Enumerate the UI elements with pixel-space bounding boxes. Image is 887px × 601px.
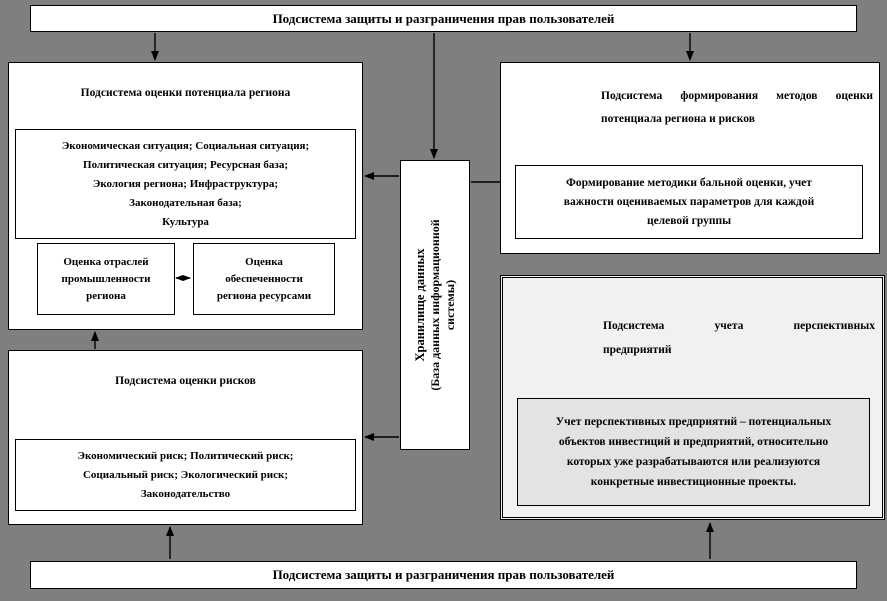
data-storage-box: Хранилище данных (База данных информацио… [400,160,470,450]
industry-line: промышленности [61,272,151,285]
resources-line: Оценка [245,255,283,268]
enterprises-title-line: Подсистема учета перспективных [603,320,875,332]
factors-line: Законодательная база; [129,196,242,209]
methods-subsystem-title: Подсистема формирования методов оценки п… [601,85,873,131]
methods-body-box: Формирование методики бальной оценки, уч… [515,165,863,239]
factors-line: Культура [162,215,209,228]
methods-body-line: Формирование методики бальной оценки, уч… [566,176,812,189]
region-potential-subsystem-box: Подсистема оценки потенциала региона Эко… [8,62,363,330]
industry-assessment-box: Оценка отраслей промышленности региона [37,243,175,315]
risk-line: Экономический риск; Политический риск; [77,449,294,462]
bottom-protection-bar-label: Подсистема защиты и разграничения прав п… [272,567,615,582]
factors-line: Экономическая ситуация; Социальная ситуа… [61,139,310,152]
enterprises-body-line: объектов инвестиций и предприятий, относ… [558,436,829,448]
risk-list-box: Экономический риск; Политический риск; С… [15,439,356,511]
enterprises-body-line: Учет перспективных предприятий – потенци… [555,416,832,428]
data-storage-line2: (База данных информационной системы) [427,219,457,391]
data-storage-label: Хранилище данных (База данных информацио… [402,161,468,449]
enterprises-body-line: конкретные инвестиционные проекты. [590,476,797,488]
resources-line: обеспеченности [225,272,303,285]
methods-subsystem-box: Подсистема формирования методов оценки п… [500,62,880,254]
region-potential-title: Подсистема оценки потенциала региона [80,87,291,99]
enterprises-body-box: Учет перспективных предприятий – потенци… [517,398,870,506]
risk-line: Социальный риск; Экологический риск; [82,468,289,481]
resources-line: региона ресурсами [216,289,312,302]
risk-line: Законодательство [140,487,231,500]
factors-line: Экология региона; Инфраструктура; [92,177,279,190]
industry-line: Оценка отраслей [63,255,149,268]
data-storage-line1: Хранилище данных [412,248,427,362]
top-protection-bar: Подсистема защиты и разграничения прав п… [30,5,857,32]
resources-assessment-box: Оценка обеспеченности региона ресурсами [193,243,335,315]
risk-subsystem-title: Подсистема оценки рисков [115,375,256,387]
enterprises-subsystem-box: Подсистема учета перспективных предприят… [500,275,885,520]
enterprises-title-line: предприятий [603,344,672,356]
factors-line: Политическая ситуация; Ресурсная база; [83,158,288,171]
risk-subsystem-box: Подсистема оценки рисков Экономический р… [8,350,363,525]
top-protection-bar-label: Подсистема защиты и разграничения прав п… [272,10,615,26]
industry-line: региона [86,289,126,302]
methods-title-line: потенциала региона и рисков [601,113,755,125]
enterprises-body-line: которых уже разрабатываются или реализую… [566,456,821,468]
bottom-protection-bar: Подсистема защиты и разграничения прав п… [30,561,857,589]
enterprises-subsystem-title: Подсистема учета перспективных предприят… [603,314,875,362]
methods-body-line: целевой группы [646,214,732,227]
methods-body-line: важности оцениваемых параметров для кажд… [563,195,815,208]
methods-title-line: Подсистема формирования методов оценки [601,90,873,102]
region-factors-box: Экономическая ситуация; Социальная ситуа… [15,129,356,239]
